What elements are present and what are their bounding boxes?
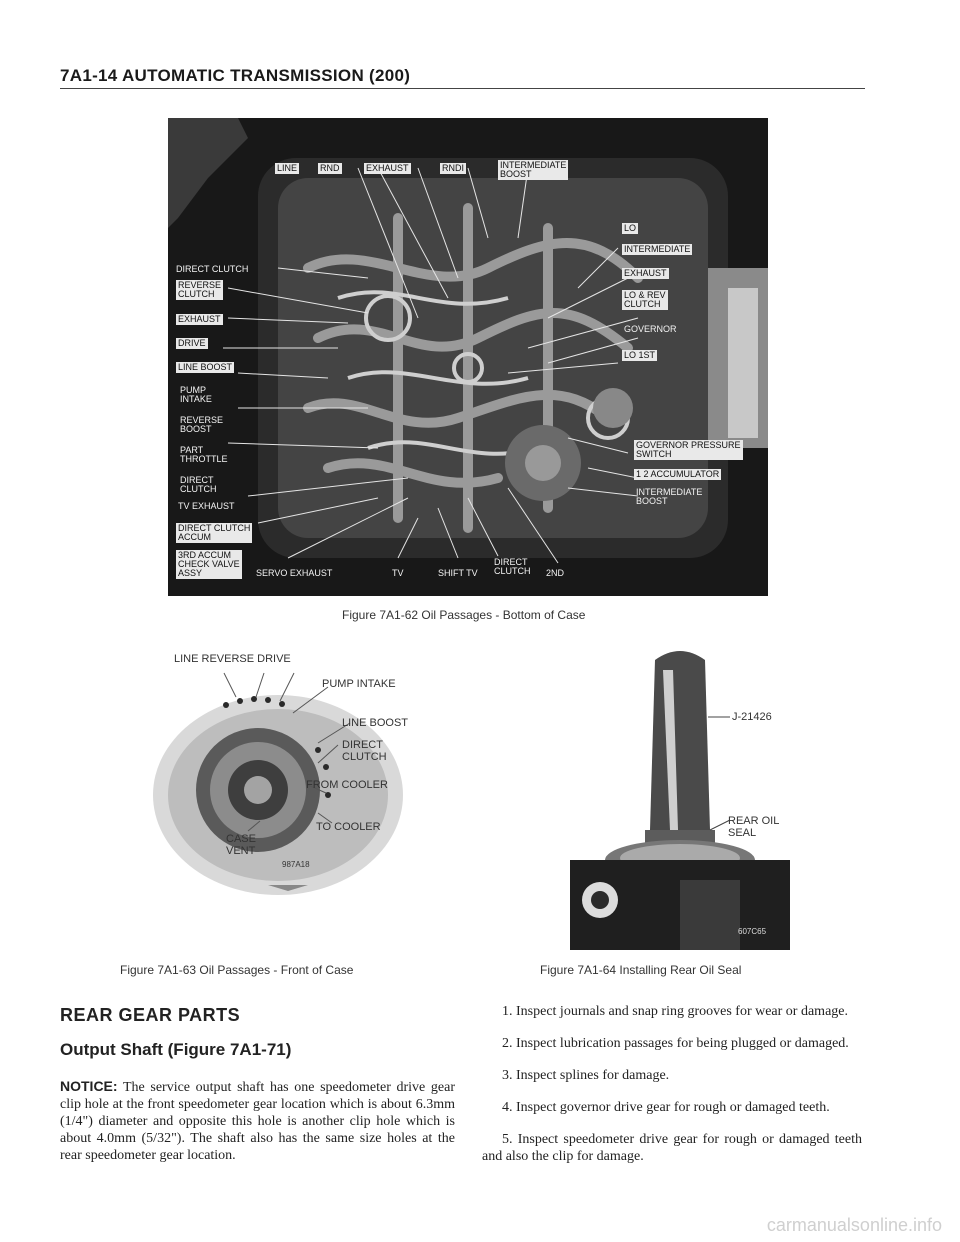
label-rear-oil-seal: REAR OIL SEAL [728, 815, 780, 839]
figure-62-caption: Figure 7A1-62 Oil Passages - Bottom of C… [342, 608, 586, 622]
figure-installing-rear-oil-seal: J-21426 REAR OIL SEAL 607C65 [560, 640, 800, 950]
watermark: carmanualsonline.info [766, 1215, 942, 1235]
figure-oil-passages-bottom: LINE RND EXHAUST RNDI INTERMEDIATE BOOST… [168, 118, 768, 596]
label-tool-j21426: J-21426 [732, 711, 772, 723]
label-exhaust-left: EXHAUST [176, 314, 223, 325]
page-header: 7A1-14 AUTOMATIC TRANSMISSION (200) [60, 66, 411, 85]
notice-paragraph: NOTICE: The service output shaft has one… [60, 1078, 455, 1164]
label-direct-clutch-2: DIRECT CLUTCH [180, 475, 217, 494]
label-exhaust-right: EXHAUST [622, 268, 669, 279]
step-item: 1. Inspect journals and snap ring groove… [502, 1004, 849, 1019]
label-case-vent: CASE VENT [226, 833, 256, 857]
step-item: 3. Inspect splines for damage. [502, 1068, 670, 1083]
label-intermediate-boost-right: INTERMEDIATE BOOST [636, 487, 703, 506]
inspection-steps: 1. Inspect journals and snap ring groove… [482, 1003, 862, 1180]
label-direct-clutch-accum: DIRECT CLUTCH ACCUM [176, 523, 253, 543]
figure-63-caption: Figure 7A1-63 Oil Passages - Front of Ca… [120, 963, 354, 977]
label-rndi: RNDI [440, 163, 466, 174]
label-reverse-clutch: REVERSE CLUTCH [176, 280, 224, 300]
figure-63-code: 987A18 [282, 860, 310, 869]
label-lo-rev-clutch: LO & REV CLUTCH [622, 290, 668, 310]
figure-63-photo [118, 645, 438, 895]
figure-oil-passages-front: LINE REVERSE DRIVE PUMP INTAKE LINE BOOS… [118, 645, 438, 895]
step-item: 4. Inspect governor drive gear for rough… [502, 1100, 830, 1115]
label-lo-1st: LO 1ST [622, 350, 658, 361]
label-direct-clutch-bottom: DIRECT CLUTCH [494, 557, 531, 576]
label-pump-intake-front: PUMP INTAKE [322, 678, 396, 690]
label-line-boost-front: LINE BOOST [342, 717, 409, 729]
label-servo-exhaust: SERVO EXHAUST [256, 568, 333, 578]
label-direct-clutch-front: DIRECT CLUTCH [342, 739, 387, 763]
label-2nd: 2ND [546, 568, 565, 578]
label-drive: DRIVE [176, 338, 208, 349]
label-governor-pressure-switch: GOVERNOR PRESSURE SWITCH [634, 440, 743, 460]
label-intermediate-boost-top: INTERMEDIATE BOOST [498, 160, 569, 180]
header-rule [60, 88, 865, 89]
label-from-cooler: FROM COOLER [306, 779, 388, 791]
figure-64-caption: Figure 7A1-64 Installing Rear Oil Seal [540, 963, 742, 977]
label-line-reverse-drive: LINE REVERSE DRIVE [174, 653, 291, 665]
section-subheading: Output Shaft (Figure 7A1-71) [60, 1040, 292, 1059]
label-pump-intake: PUMP INTAKE [180, 385, 212, 404]
label-tv: TV [392, 568, 404, 578]
label-to-cooler: TO COOLER [316, 821, 381, 833]
label-intermediate: INTERMEDIATE [622, 244, 693, 255]
label-exhaust-top: EXHAUST [364, 163, 411, 174]
section-heading: REAR GEAR PARTS [60, 1005, 241, 1025]
label-accumulator: 1 2 ACCUMULATOR [634, 469, 722, 480]
label-tv-exhaust: TV EXHAUST [178, 501, 235, 511]
figure-62-photo [168, 118, 768, 596]
notice-label: NOTICE: [60, 1078, 118, 1094]
label-governor: GOVERNOR [624, 324, 677, 334]
label-line-boost: LINE BOOST [176, 362, 235, 373]
label-shift-tv: SHIFT TV [438, 568, 478, 578]
label-part-throttle: PART THROTTLE [180, 445, 228, 464]
step-item: 5. Inspect speedometer drive gear for ro… [482, 1132, 862, 1164]
label-rnd: RND [318, 163, 342, 174]
label-direct-clutch: DIRECT CLUTCH [176, 264, 249, 274]
figure-64-code: 607C65 [738, 927, 767, 936]
notice-text: The service output shaft has one speedom… [60, 1080, 455, 1163]
label-line: LINE [275, 163, 300, 174]
label-reverse-boost: REVERSE BOOST [180, 415, 224, 434]
figure-64-photo [560, 640, 800, 950]
step-item: 2. Inspect lubrication passages for bein… [502, 1036, 849, 1051]
label-third-accum: 3RD ACCUM CHECK VALVE ASSY [176, 550, 242, 579]
label-lo: LO [622, 223, 639, 234]
